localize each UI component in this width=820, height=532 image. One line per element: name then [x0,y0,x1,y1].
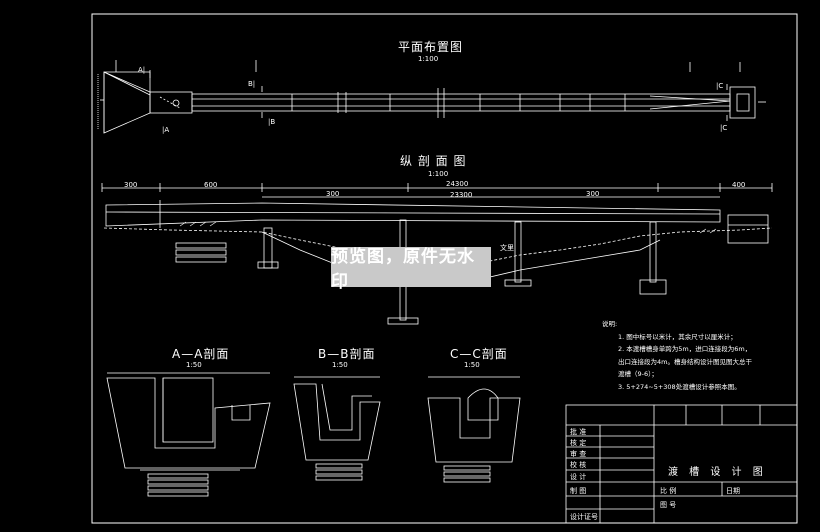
notes: 说明: 1. 图中标号以米计，其余尺寸以厘米计； 2. 本渡槽槽身单跨为5m，进… [602,318,792,393]
tb-row-cert: 设计证号 [570,513,598,521]
section-a-a [106,372,271,497]
profile-title: 纵 剖 面 图 [400,154,467,168]
section-a-scale: 1:50 [186,361,202,369]
dim-24300: 24300 [446,180,469,188]
section-c-c [427,376,521,483]
plan-title: 平面布置图 [398,40,464,54]
notes-line: 3. 5+274~5+308处渡槽设计参照本图。 [618,382,741,391]
dim-400: 400 [732,181,746,189]
tb-row-approve: 批 准 [570,428,587,436]
tb-scale-label: 比 例 [660,487,677,495]
mark-a-top: A| [138,66,146,74]
profile-scale: 1:100 [428,170,449,178]
mark-c-top: |C [716,82,724,90]
plan-view [97,60,766,134]
tb-row-check: 核 定 [570,439,587,447]
plan-scale: 1:100 [418,55,439,63]
title-block [565,404,798,524]
notes-line: 出口连接段为4m。槽身结构设计图见图大总干 [618,357,752,366]
dim-300-c: 300 [586,190,600,198]
section-c-title: C—C剖面 [450,347,508,361]
water-label: 文里 [500,244,514,252]
tb-row-verify: 校 核 [570,461,587,469]
section-a-title: A—A剖面 [172,347,230,361]
notes-line: 渡槽（9-6）； [618,370,658,378]
dim-300-a: 300 [124,181,138,189]
section-b-title: B—B剖面 [318,347,376,361]
section-b-b [293,376,381,481]
dim-23300: 23300 [450,191,473,199]
section-c-scale: 1:50 [464,361,480,369]
mark-b-top: B| [248,80,256,88]
dim-600: 600 [204,181,218,189]
tb-drawing-no-label: 图 号 [660,501,677,509]
section-b-scale: 1:50 [332,361,348,369]
tb-date-label: 日期 [726,487,740,495]
tb-row-draw: 制 图 [570,487,587,495]
mark-a-bottom: |A [162,126,170,134]
mark-b-bottom: |B [268,118,276,126]
tb-row-review: 审 查 [570,450,587,458]
notes-line: 1. 图中标号以米计，其余尺寸以厘米计； [618,332,737,341]
notes-heading: 说明: [602,320,618,328]
preview-watermark: 预览图，原件无水印 [331,247,491,292]
tb-row-design: 设 计 [570,473,587,481]
dim-300-b: 300 [326,190,340,198]
drawing-name: 渡 槽 设 计 图 [668,467,767,478]
drawing-border [91,13,798,524]
notes-line: 2. 本渡槽槽身单跨为5m，进口连接段为6m， [618,345,752,353]
mark-c-bottom: |C [720,124,728,132]
